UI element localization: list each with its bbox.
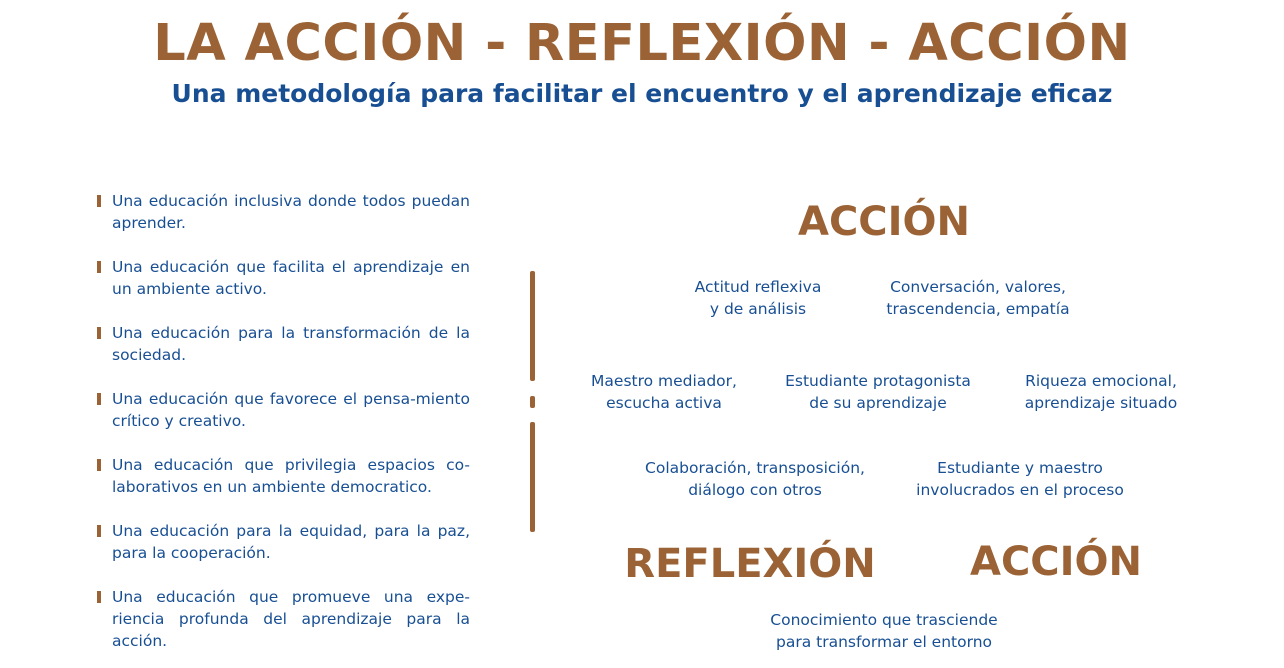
node-estudiante-maestro: Estudiante y maestro involucrados en el … <box>916 459 1124 499</box>
list-item: Una educación que favorece el pensa-mien… <box>96 388 470 454</box>
principle-text: Una educación para la transformación de … <box>112 324 470 364</box>
list-item: Una educación inclusiva donde todos pued… <box>96 190 470 256</box>
list-item: Una educación para la transformación de … <box>96 322 470 388</box>
bullet-bar-icon <box>97 195 101 207</box>
divider-line <box>530 271 535 381</box>
bullet-bar-icon <box>97 393 101 405</box>
bullet-bar-icon <box>97 327 101 339</box>
node-conocimiento: Conocimiento que trasciende para transfo… <box>770 611 998 651</box>
principle-text: Una educación para la equidad, para la p… <box>112 522 470 562</box>
node-riqueza-emocional: Riqueza emocional, aprendizaje situado <box>1024 372 1178 412</box>
principle-text: Una educación que favorece el pensa-mien… <box>112 390 470 430</box>
bullet-bar-icon <box>97 591 101 603</box>
bullet-bar-icon <box>97 459 101 471</box>
divider-line <box>530 422 535 532</box>
principle-text: Una educación que promueve una expe-rien… <box>112 588 470 650</box>
node-estudiante-protagonista: Estudiante protagonista de su aprendizaj… <box>785 372 971 412</box>
bullet-bar-icon <box>97 261 101 273</box>
heading-reflexion: REFLEXIÓN <box>624 541 876 587</box>
node-colaboracion: Colaboración, transposición, diálogo con… <box>645 459 865 499</box>
bullet-bar-icon <box>97 525 101 537</box>
page-title: LA ACCIÓN - REFLEXIÓN - ACCIÓN <box>153 14 1131 73</box>
node-actitud-reflexiva: Actitud reflexiva y de análisis <box>694 278 822 318</box>
list-item: Una educación que promueve una expe-rien… <box>96 586 470 652</box>
principle-text: Una educación que privilegia espacios co… <box>112 456 470 496</box>
list-item: Una educación para la equidad, para la p… <box>96 520 470 586</box>
list-item: Una educación que privilegia espacios co… <box>96 454 470 520</box>
node-conversacion-valores: Conversación, valores, trascendencia, em… <box>886 278 1070 318</box>
node-maestro-mediador: Maestro mediador, escucha activa <box>591 372 737 412</box>
heading-accion-bottom: ACCIÓN <box>969 539 1143 585</box>
principles-list: Una educación inclusiva donde todos pued… <box>96 190 470 652</box>
page-subtitle: Una metodología para facilitar el encuen… <box>171 79 1113 108</box>
divider-dot <box>530 396 535 408</box>
principle-text: Una educación que facilita el aprendizaj… <box>112 258 470 298</box>
list-item: Una educación que facilita el aprendizaj… <box>96 256 470 322</box>
heading-accion-top: ACCIÓN <box>797 199 971 245</box>
principle-text: Una educación inclusiva donde todos pued… <box>112 192 470 232</box>
